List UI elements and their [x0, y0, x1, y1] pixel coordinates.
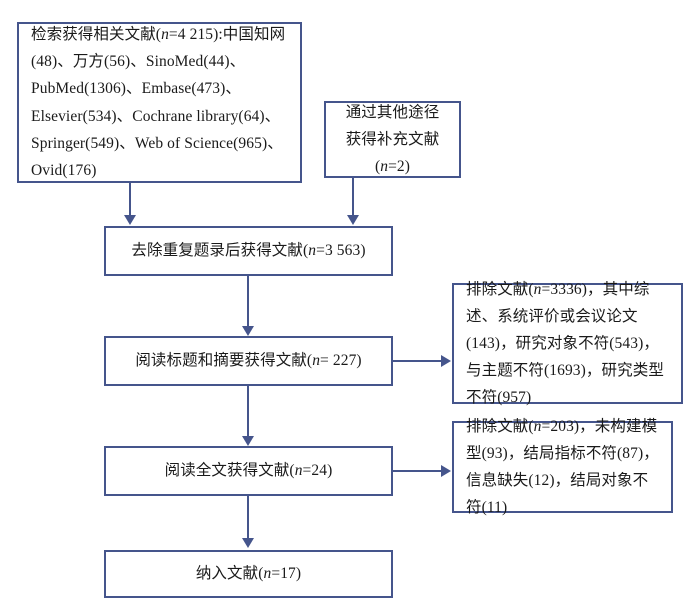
connector-title-abstract-to-excluded [393, 360, 443, 362]
connector-fulltext-to-included [247, 496, 249, 540]
box-excluded-title-abstract: 排除文献(n=3336)，其中综述、系统评价或会议论文(143)，研究对象不符(… [452, 281, 683, 406]
arrowhead-title-abstract-to-fulltext [242, 436, 254, 446]
box-title-abstract-screened-text: 阅读标题和摘要获得文献(n= 227) [135, 352, 362, 370]
arrowhead-fulltext-to-excluded [441, 465, 451, 477]
connector-other-to-dedup [352, 178, 354, 217]
arrowhead-fulltext-to-included [242, 538, 254, 548]
connector-title-abstract-to-fulltext [247, 386, 249, 438]
box-deduplicated-text: 去除重复题录后获得文献(n=3 563) [131, 242, 366, 260]
box-identification-databases-text: 检索获得相关文献(n=4 215):中国知网(48)、万方(56)、SinoMe… [31, 26, 286, 179]
box-included-text: 纳入文献(n=17) [195, 565, 302, 583]
box-identification-databases: 检索获得相关文献(n=4 215):中国知网(48)、万方(56)、SinoMe… [17, 22, 302, 183]
arrowhead-title-abstract-to-excluded [441, 355, 451, 367]
box-fulltext-screened: 阅读全文获得文献(n=24) [104, 446, 393, 496]
box-excluded-fulltext-text: 排除文献(n=203)，未构建模型(93)，结局指标不符(87)，信息缺失(12… [466, 417, 659, 517]
box-excluded-fulltext: 排除文献(n=203)，未构建模型(93)，结局指标不符(87)，信息缺失(12… [452, 418, 673, 516]
arrowhead-other-to-dedup [347, 215, 359, 225]
box-included: 纳入文献(n=17) [104, 550, 393, 598]
arrowhead-dedup-to-title-abstract [242, 326, 254, 336]
connector-fulltext-to-excluded [393, 470, 443, 472]
connector-dedup-to-title-abstract [247, 276, 249, 328]
box-excluded-title-abstract-text: 排除文献(n=3336)，其中综述、系统评价或会议论文(143)，研究对象不符(… [466, 280, 664, 407]
arrowhead-databases-to-dedup [124, 215, 136, 225]
box-deduplicated: 去除重复题录后获得文献(n=3 563) [104, 226, 393, 276]
connector-databases-to-dedup [129, 183, 131, 217]
box-title-abstract-screened: 阅读标题和摘要获得文献(n= 227) [104, 336, 393, 386]
box-identification-other-text: 通过其他途径获得补充文献(n=2) [345, 103, 440, 176]
box-fulltext-screened-text: 阅读全文获得文献(n=24) [164, 462, 333, 480]
box-identification-other: 通过其他途径获得补充文献(n=2) [324, 101, 461, 178]
